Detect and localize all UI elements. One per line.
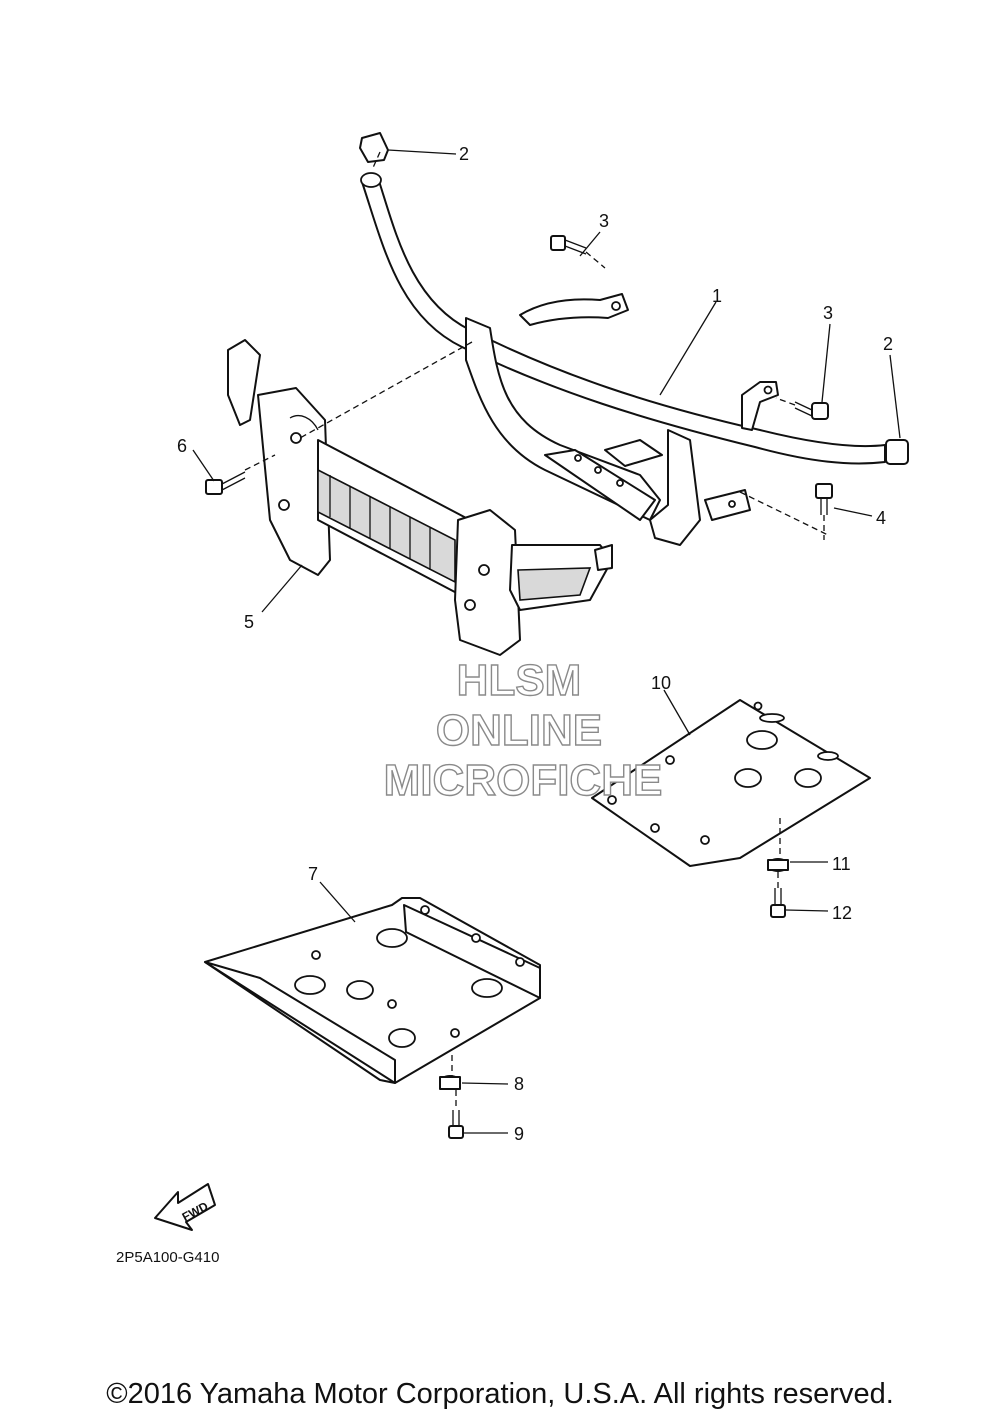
callout-5: 5 [244, 612, 254, 632]
spacer-11[interactable] [767, 858, 789, 872]
callout-11: 11 [832, 854, 851, 874]
bolt-12[interactable] [770, 888, 786, 918]
cap-2-right[interactable] [885, 439, 909, 465]
callout-2-right: 2 [883, 334, 893, 354]
callout-10: 10 [651, 673, 671, 693]
diagram-code: 2P5A100-G410 [116, 1249, 219, 1266]
leader-lines [192, 149, 901, 1134]
callout-4: 4 [876, 508, 886, 528]
callout-12: 12 [832, 903, 852, 923]
bolt-9[interactable] [448, 1110, 464, 1139]
assembly-guides [244, 151, 829, 1110]
watermark-line1: HLSM [457, 656, 582, 705]
bolt-3-left[interactable] [550, 235, 587, 255]
watermark-line2: ONLINE [436, 706, 602, 755]
copyright-notice: ©2016 Yamaha Motor Corporation, U.S.A. A… [106, 1378, 894, 1410]
cap-2-left[interactable] [359, 132, 389, 163]
watermark-line3: MICROFICHE [384, 756, 663, 805]
bolt-6[interactable] [205, 471, 246, 495]
bolt-3-right[interactable] [794, 401, 829, 420]
skid-plate-7[interactable] [204, 897, 541, 1084]
front-bumper[interactable] [227, 339, 613, 656]
bolt-4[interactable] [815, 483, 833, 515]
callout-6: 6 [177, 436, 187, 456]
callout-1: 1 [712, 286, 722, 306]
callout-7: 7 [308, 864, 318, 884]
fwd-arrow-icon: FWD [154, 1183, 216, 1231]
callout-3-left: 3 [599, 211, 609, 231]
front-guard-frame[interactable] [360, 172, 886, 546]
callout-9: 9 [514, 1124, 524, 1144]
callout-2-left: 2 [459, 144, 469, 164]
spacer-8[interactable] [439, 1075, 461, 1090]
skid-plate-10[interactable] [591, 699, 871, 867]
callout-8: 8 [514, 1074, 524, 1094]
callout-3-right: 3 [823, 303, 833, 323]
